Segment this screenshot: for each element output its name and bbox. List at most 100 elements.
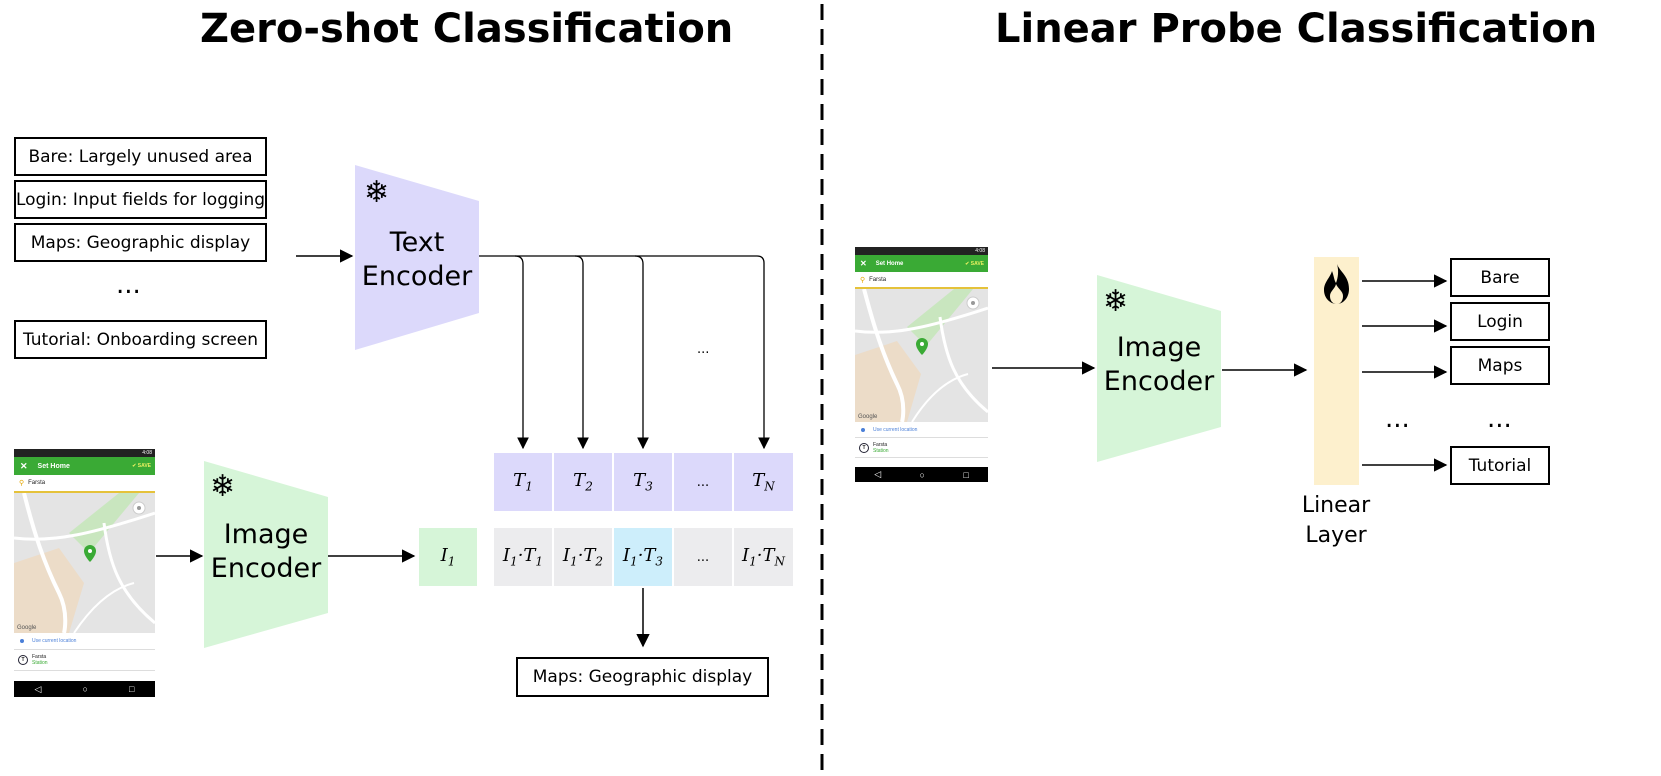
image-encoder-left-line1: Image <box>223 519 309 550</box>
home-icon: ○ <box>919 469 925 480</box>
save-action: ✔ SAVE <box>965 261 984 267</box>
search-field: ⚲ Farsta <box>14 475 155 493</box>
text-encoder <box>355 165 479 350</box>
use-location-row: Use current location <box>855 422 988 438</box>
save-label: SAVE <box>970 260 984 267</box>
check-icon: ✔ <box>965 260 970 267</box>
transit-icon: T <box>859 442 869 453</box>
recents-icon: □ <box>129 684 135 694</box>
map-brand: Google <box>17 625 37 631</box>
search-icon: ⚲ <box>19 480 25 487</box>
text-feature-t1: T1 <box>494 453 552 511</box>
app-title: Set Home <box>875 260 904 267</box>
nav-bar: ◁ ○ □ <box>14 681 155 697</box>
image-feature-i1: I1 <box>419 528 477 586</box>
phone-screenshot-right: 4:08 ✕ Set Home ✔ SAVE ⚲ Farsta Google U… <box>855 247 988 482</box>
prompt-login: Login: Input fields for logging <box>14 180 267 219</box>
image-encoder-right-line1: Image <box>1116 332 1202 363</box>
app-title: Set Home <box>37 462 70 470</box>
text-feature-t2: T2 <box>554 453 612 511</box>
search-field: ⚲ Farsta <box>855 272 988 289</box>
map-graphic: Google <box>855 289 988 422</box>
linear-layer-line1: Linear <box>1301 493 1371 518</box>
similarity-i1tn: I1·TN <box>734 528 793 586</box>
recents-icon: □ <box>963 469 969 480</box>
trainable-flame-icon <box>1324 264 1349 304</box>
use-location-label: Use current location <box>32 638 77 644</box>
station-sub: Station <box>32 660 48 666</box>
app-bar: ✕ Set Home ✔ SAVE <box>855 255 988 272</box>
similarity-i1t1: I1·T1 <box>494 528 552 586</box>
save-action: ✔ SAVE <box>132 463 151 469</box>
use-location-label: Use current location <box>873 426 918 433</box>
use-location-row: Use current location <box>14 633 155 650</box>
search-icon: ⚲ <box>860 276 866 284</box>
nav-bar: ◁ ○ □ <box>855 467 988 482</box>
phone-screenshot-left: 4:08 ✕ Set Home ✔ SAVE ⚲ Farsta Google U… <box>14 449 155 697</box>
transit-icon: T <box>18 655 28 665</box>
save-label: SAVE <box>137 463 151 469</box>
similarity-i1t3: I1·T3 <box>614 528 672 586</box>
map-view: Google <box>855 289 988 422</box>
text-encoder-label-line2: Encoder <box>361 261 473 292</box>
search-value: Farsta <box>28 480 46 486</box>
frozen-snowflake-icon: ❄ <box>210 470 236 503</box>
linear-layer-label: Linear Layer <box>1290 491 1382 551</box>
location-dot-icon <box>20 639 24 643</box>
frozen-snowflake-icon: ❄ <box>364 176 390 209</box>
back-icon: ◁ <box>34 683 42 694</box>
home-icon: ○ <box>82 684 88 694</box>
map-brand: Google <box>858 414 878 420</box>
text-encoder-label-line1: Text <box>389 227 445 258</box>
prompt-ellipsis: ... <box>116 270 141 300</box>
image-encoder-right <box>1097 275 1221 462</box>
status-bar: 4:08 <box>855 247 988 255</box>
check-icon: ✔ <box>132 463 137 469</box>
text-feature-tn: TN <box>734 453 793 511</box>
frozen-snowflake-icon: ❄ <box>1103 285 1129 318</box>
class-login: Login <box>1450 302 1550 341</box>
status-time: 4:08 <box>975 248 985 254</box>
prompt-maps: Maps: Geographic display <box>14 223 267 262</box>
arrow-to-t2 <box>574 255 589 450</box>
station-name: Farsta <box>32 654 47 660</box>
close-icon: ✕ <box>20 460 28 471</box>
class-ellipsis: ... <box>1487 404 1512 434</box>
status-time: 4:08 <box>142 450 152 456</box>
class-maps: Maps <box>1450 346 1550 385</box>
prompt-bare: Bare: Largely unused area <box>14 137 267 176</box>
prompt-tutorial: Tutorial: Onboarding screen <box>14 320 267 359</box>
section-divider <box>820 4 824 776</box>
arrow-ellipsis: ... <box>1385 404 1410 434</box>
status-bar: 4:08 <box>14 449 155 457</box>
similarity-ellipsis: ... <box>674 528 732 586</box>
text-feature-bus <box>479 255 765 264</box>
image-encoder-left-line2: Encoder <box>210 553 322 584</box>
close-icon: ✕ <box>860 259 867 268</box>
text-encoder-label: Text Encoder <box>358 226 476 294</box>
station-sub: Station <box>873 447 889 454</box>
predicted-class: Maps: Geographic display <box>516 657 769 697</box>
text-feature-t3: T3 <box>614 453 672 511</box>
image-encoder-left <box>204 461 328 648</box>
text-feature-ellipsis: ... <box>674 453 732 511</box>
image-encoder-right-line2: Encoder <box>1103 366 1215 397</box>
location-dot-icon <box>861 427 865 432</box>
map-view: Google <box>14 493 155 633</box>
map-graphic: Google <box>14 493 155 633</box>
arrow-to-t3 <box>634 255 649 450</box>
image-encoder-right-label: Image Encoder <box>1097 331 1221 399</box>
features-ellipsis: ... <box>697 342 710 357</box>
class-tutorial: Tutorial <box>1450 446 1550 485</box>
station-name: Farsta <box>873 441 888 448</box>
similarity-i1t2: I1·T2 <box>554 528 612 586</box>
arrow-to-t1 <box>514 255 529 450</box>
search-value: Farsta <box>869 276 887 283</box>
linear-layer <box>1314 257 1359 485</box>
back-icon: ◁ <box>874 469 882 479</box>
